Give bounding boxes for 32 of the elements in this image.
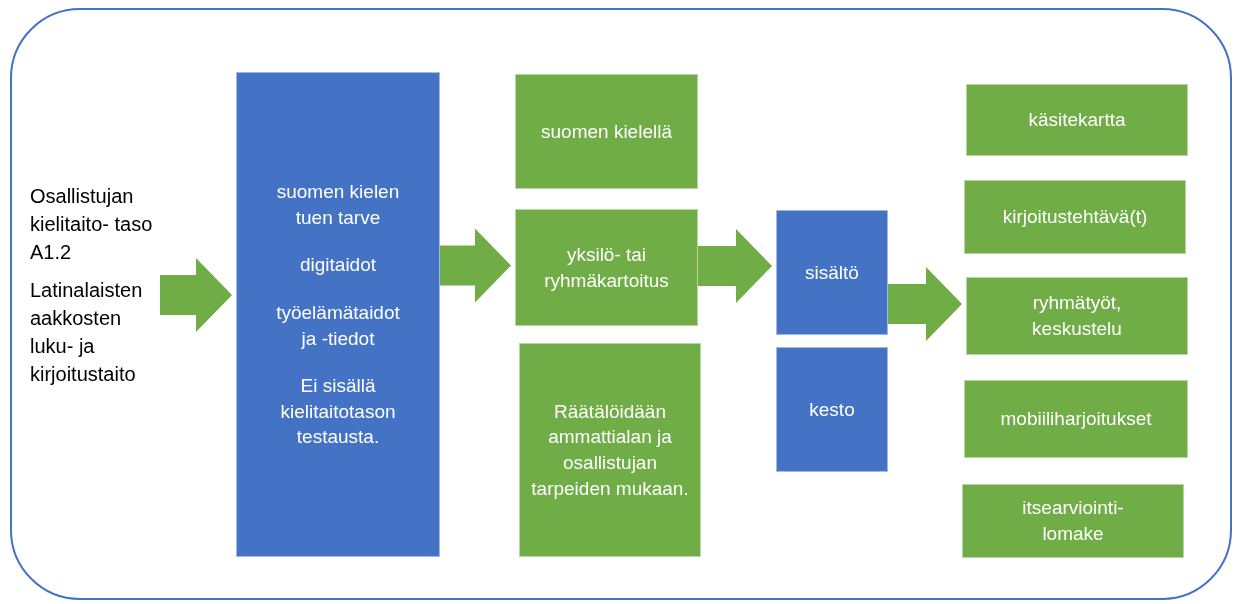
node-text: kesto xyxy=(809,397,855,422)
node-text: mobiiliharjoitukset xyxy=(1000,407,1152,432)
process-box xyxy=(962,484,1184,558)
process-box xyxy=(515,209,698,326)
node-text: yksilö- tai ryhmäkartoitus xyxy=(543,242,670,293)
node-text: Ei sisällä kielitaitotason testausta. xyxy=(279,374,397,450)
process-box xyxy=(519,343,701,557)
node-text: itsearviointi- lomake xyxy=(1021,496,1125,546)
process-box xyxy=(964,380,1188,458)
process-box xyxy=(776,210,888,335)
node-text: ryhmätyöt, keskustelu xyxy=(1031,291,1123,341)
process-box xyxy=(966,84,1188,156)
process-box xyxy=(236,72,440,557)
container-frame xyxy=(10,8,1232,600)
block-arrow xyxy=(440,228,511,303)
process-box xyxy=(776,347,888,472)
block-arrow xyxy=(160,258,232,332)
node-text: Latinalaisten aakkosten luku- ja kirjoitustaito xyxy=(30,278,144,387)
process-box xyxy=(515,74,698,189)
node-text: suomen kielellä xyxy=(541,119,672,144)
process-box xyxy=(964,180,1186,254)
process-box xyxy=(966,277,1188,355)
node-text: työelämätaidot ja -tiedot xyxy=(275,300,401,351)
node-text: Osallistujan kielitaito- taso A1.2 xyxy=(30,184,154,265)
block-arrow xyxy=(888,267,962,341)
block-arrow xyxy=(698,229,772,303)
node-text: Räätälöidään ammattialan ja osallistujan tarpeiden mukaan. xyxy=(530,399,690,501)
node-text: suomen kielen tuen tarve xyxy=(275,179,401,230)
node-text: kirjoitustehtävä(t) xyxy=(1002,205,1148,230)
node-text: käsitekartta xyxy=(1028,108,1126,133)
node-text: digitaidot xyxy=(299,253,377,278)
node-text: sisältö xyxy=(805,260,859,285)
